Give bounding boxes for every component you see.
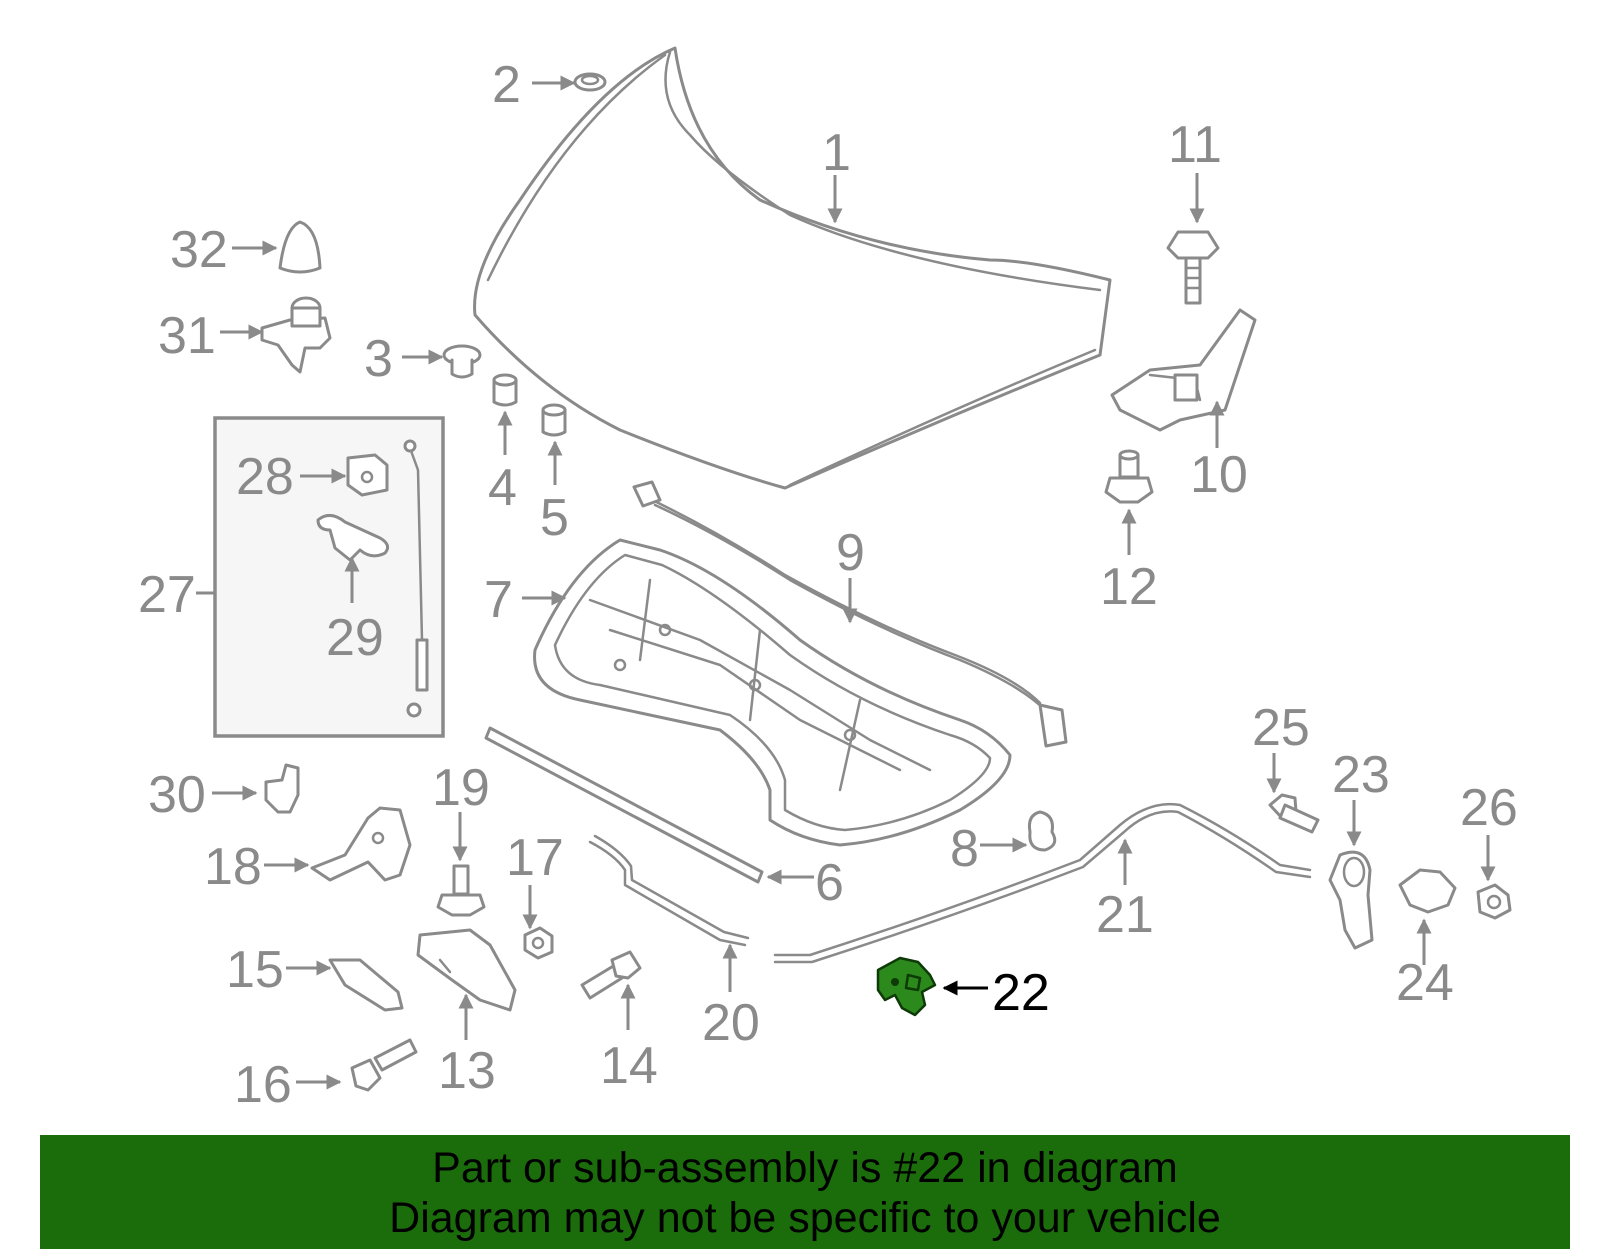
part-17-nut[interactable] xyxy=(523,926,554,960)
part-29-bracket[interactable] xyxy=(316,514,390,562)
callout-15: 15 xyxy=(226,941,284,999)
callout-6: 6 xyxy=(815,854,844,912)
part-27-kit-box[interactable] xyxy=(213,416,445,738)
callout-23: 23 xyxy=(1332,746,1390,804)
part-31-bracket[interactable] xyxy=(260,296,332,374)
callout-28: 28 xyxy=(236,448,294,506)
callout-2: 2 xyxy=(492,56,521,114)
callout-18: 18 xyxy=(204,838,262,896)
part-30-clip[interactable] xyxy=(264,763,300,814)
banner-line-1: Part or sub-assembly is #22 in diagram xyxy=(432,1144,1178,1192)
part-19-bolt[interactable] xyxy=(436,864,486,917)
callout-30: 30 xyxy=(148,766,206,824)
callout-7: 7 xyxy=(484,571,513,629)
callout-27: 27 xyxy=(138,566,196,624)
callout-labels: 1 2 3 4 5 6 7 8 9 10 11 12 13 14 15 16 1… xyxy=(138,56,1518,1114)
part-18-bracket[interactable] xyxy=(310,806,412,882)
part-26-nut[interactable] xyxy=(1476,883,1512,920)
part-28-bracket[interactable] xyxy=(346,453,389,497)
part-7-insulator[interactable] xyxy=(533,538,1012,847)
callout-20: 20 xyxy=(702,994,760,1052)
part-12-bolt[interactable] xyxy=(1104,449,1154,504)
part-23-handle[interactable] xyxy=(1328,850,1374,950)
callout-12: 12 xyxy=(1100,558,1158,616)
part-16-bolt[interactable] xyxy=(350,1038,418,1092)
part-8-clip[interactable] xyxy=(1028,810,1057,852)
banner-line-2: Diagram may not be specific to your vehi… xyxy=(389,1194,1221,1242)
part-14-bolt[interactable] xyxy=(580,950,642,1000)
callout-19: 19 xyxy=(432,759,490,817)
part-6-strip[interactable] xyxy=(484,726,764,884)
part-2-grommet[interactable] xyxy=(573,72,607,92)
callout-32: 32 xyxy=(170,221,228,279)
callout-17: 17 xyxy=(506,829,564,887)
part-13-bracket[interactable] xyxy=(416,928,517,1012)
part-21-cable[interactable] xyxy=(773,803,1312,964)
callout-4: 4 xyxy=(488,459,517,517)
part-9-seal[interactable] xyxy=(632,480,1068,748)
callout-9: 9 xyxy=(836,524,865,582)
callout-10: 10 xyxy=(1190,446,1248,504)
info-banner: Part or sub-assembly is #22 in diagram D… xyxy=(40,1135,1570,1249)
callout-13: 13 xyxy=(438,1042,496,1100)
callout-5: 5 xyxy=(540,489,569,547)
callout-25: 25 xyxy=(1252,699,1310,757)
part-22-latch[interactable] xyxy=(876,956,937,1017)
part-1-hood[interactable] xyxy=(473,46,1112,490)
part-20-rod[interactable] xyxy=(588,834,750,947)
part-4-bumper[interactable] xyxy=(492,373,518,407)
callout-16: 16 xyxy=(234,1056,292,1114)
part-10-hinge[interactable] xyxy=(1110,308,1257,432)
callout-1: 1 xyxy=(822,124,851,182)
callout-22: 22 xyxy=(992,964,1050,1022)
part-25-bolt[interactable] xyxy=(1268,793,1320,834)
callout-8: 8 xyxy=(950,820,979,878)
part-15-plate[interactable] xyxy=(328,958,404,1012)
part-11-bolt[interactable] xyxy=(1166,230,1220,305)
callout-26: 26 xyxy=(1460,779,1518,837)
part-32-bumper[interactable] xyxy=(278,220,322,274)
callout-3: 3 xyxy=(364,330,393,388)
callout-14: 14 xyxy=(600,1037,658,1095)
callout-24: 24 xyxy=(1396,954,1454,1012)
callout-31: 31 xyxy=(158,307,216,365)
part-24-bracket[interactable] xyxy=(1398,868,1457,914)
callout-11: 11 xyxy=(1168,116,1222,174)
part-3-clip[interactable] xyxy=(442,344,482,379)
hood-strut[interactable] xyxy=(403,439,429,718)
part-5-bumper[interactable] xyxy=(541,403,567,437)
leader-lines xyxy=(196,75,1496,1090)
callout-29: 29 xyxy=(326,609,384,667)
callout-21: 21 xyxy=(1096,886,1154,944)
